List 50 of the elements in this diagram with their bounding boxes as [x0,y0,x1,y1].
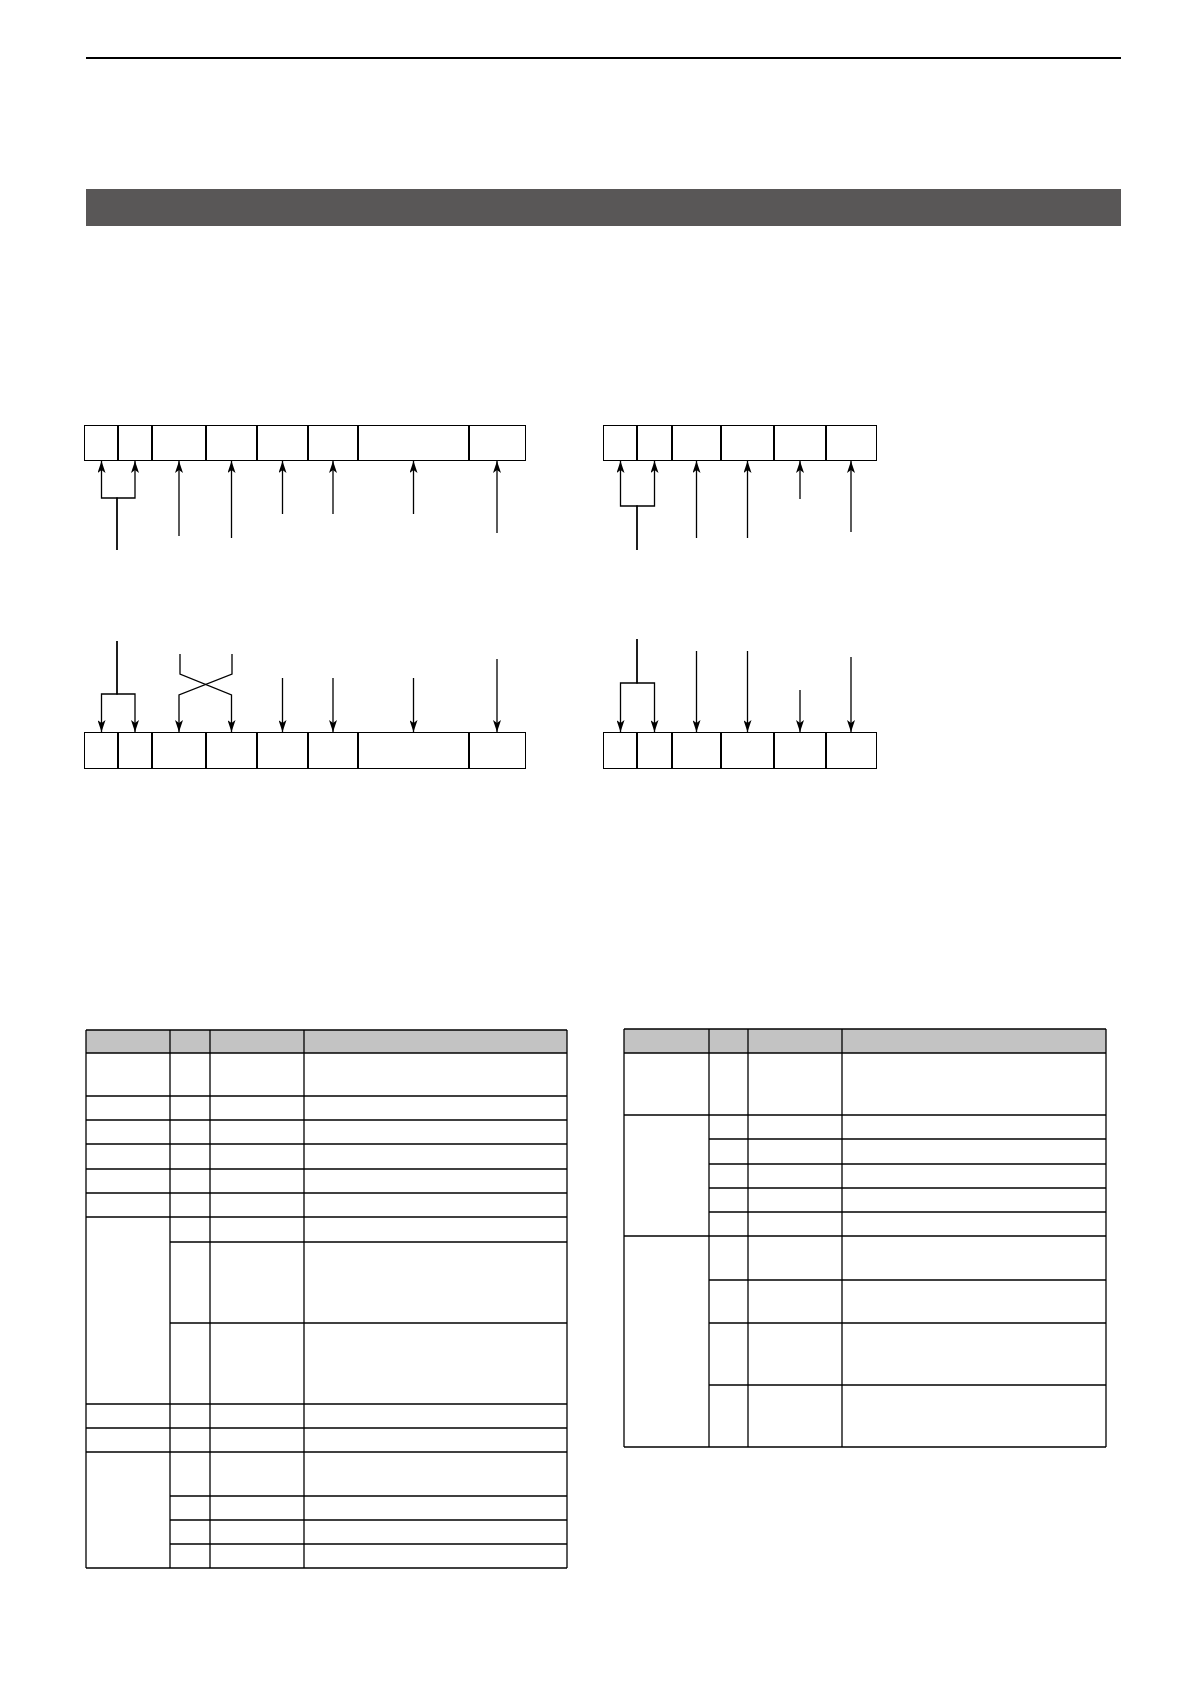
frame-field-cell [468,425,526,461]
frame-field-cell [773,425,827,461]
frame-field-cell [117,425,153,461]
arrow [847,656,855,733]
frame-field-cell [84,425,119,461]
arrow [278,460,287,515]
arrow [116,640,139,733]
arrow [409,677,418,733]
frame-field-cell [468,732,526,769]
frame-field-cell [671,732,722,769]
frame-field-cell [825,425,877,461]
frame-field-cell [357,425,470,461]
frame-field-cell [205,732,258,769]
frame-field-cell [256,732,309,769]
frame-field-cell [636,732,673,769]
frame-field-cell [307,425,359,461]
frame-field-cell [636,425,673,461]
frame-field-cell [117,732,153,769]
frame-field-cell [256,425,309,461]
frame-field-cell [603,732,638,769]
arrow [692,460,701,539]
arrow [278,677,287,733]
arrow [847,460,855,533]
frame-field-cell [825,732,877,769]
arrow [796,460,804,500]
arrow [175,460,183,537]
arrow [692,650,701,733]
frame-field-cell [773,732,827,769]
frame-field-cell [603,425,638,461]
arrow [796,689,804,733]
frame-field-cell [357,732,470,769]
frame-field-cell [84,732,119,769]
frame-field-cell [671,425,722,461]
frame-field-cell [151,732,207,769]
arrow [493,460,501,534]
arrow [329,677,337,733]
frame-field-cell [307,732,359,769]
arrow [409,460,418,515]
arrow [227,460,236,539]
frame-field-cell [151,425,207,461]
arrow [116,460,139,551]
arrow [743,460,752,539]
frame-field-cell [720,425,775,461]
arrow [636,460,659,551]
arrow [743,650,752,733]
frame-field-cell [720,732,775,769]
frame-field-cell [205,425,258,461]
arrow [636,638,659,733]
arrow [329,460,337,515]
arrow [493,658,501,733]
